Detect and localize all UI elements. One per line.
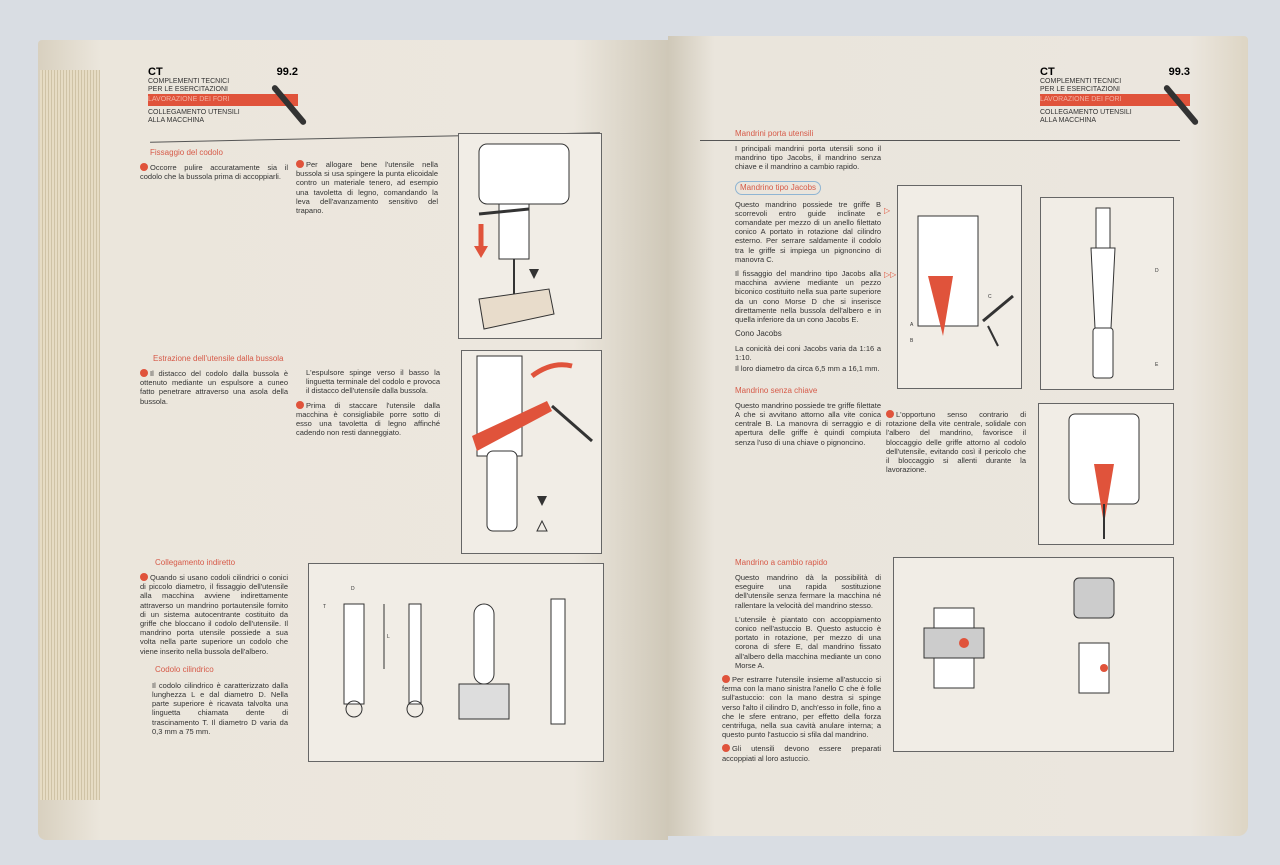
bullet-icon — [296, 400, 304, 409]
bullet-icon — [296, 160, 304, 168]
header-line: PER LE ESERCITAZIONI — [148, 86, 228, 93]
paragraph: L'espulsore spinge verso il basso la lin… — [296, 368, 440, 396]
header-top: CT 99.2 — [148, 66, 298, 78]
header-code: CT — [148, 66, 163, 78]
paragraph-text: Il distacco del codolo dalla bussola è o… — [140, 369, 288, 406]
arrow-marker-icon: ▷▷ — [884, 270, 897, 279]
bullet-icon — [722, 675, 730, 684]
section-estrazione: Estrazione dell'utensile dalla bussola I… — [140, 354, 288, 411]
label-t: T — [323, 604, 327, 610]
paragraph: Questo mandrino dà la possibilità di ese… — [735, 573, 881, 610]
paragraph: L'utensile è piantato con accoppiamento … — [735, 614, 881, 670]
bullet-icon — [140, 369, 148, 377]
bullet-icon — [140, 573, 148, 581]
section-heading: Fissaggio del codolo — [150, 148, 223, 157]
header-line: ALLA MACCHINA — [148, 117, 205, 124]
note-column: L'opportuno senso contrario di rotazione… — [886, 410, 1026, 479]
paragraph-text: Prima di staccare l'utensile dalla macch… — [296, 400, 440, 438]
section-heading: Collegamento indiretto — [155, 558, 236, 567]
header-line: COMPLEMENTI TECNICI — [148, 78, 230, 85]
bullet-icon — [722, 744, 730, 753]
figure-drill-press — [458, 133, 602, 339]
paragraph: Il distacco del codolo dalla bussola è o… — [140, 369, 288, 406]
arrow-marker-icon: ▷ — [884, 206, 891, 215]
section-collegamento: Collegamento indiretto Quando si usano c… — [140, 558, 288, 741]
paragraph-text: L'opportuno senso contrario di rotazione… — [886, 410, 1026, 475]
header-highlight: LAVORAZIONE DEI FORI — [1040, 94, 1190, 106]
paragraph: Prima di staccare l'utensile dalla macch… — [296, 400, 440, 438]
figure-cylindrical-shanks: D T L — [308, 563, 604, 762]
paragraph: Il fissaggio del mandrino tipo Jacobs al… — [735, 269, 881, 325]
section-heading: Codolo cilindrico — [155, 664, 214, 674]
label-l: L — [387, 634, 390, 640]
header-line: COLLEGAMENTO UTENSILI — [148, 109, 240, 116]
label-d: D — [351, 586, 355, 592]
divider — [700, 140, 1180, 141]
paragraph: I principali mandrini porta utensili son… — [735, 144, 881, 172]
paragraph: Questo mandrino possiede tre griffe file… — [735, 400, 881, 447]
bullet-icon — [886, 410, 894, 418]
figure-keyless-chuck — [1038, 403, 1174, 545]
paragraph: Gli utensili devono essere preparati acc… — [722, 744, 881, 763]
bullet-icon — [140, 163, 148, 171]
page-edges — [40, 70, 100, 800]
header-line: COMPLEMENTI TECNICI — [1040, 78, 1122, 85]
header-top: CT 99.3 — [1040, 66, 1190, 78]
paragraph-text: Per allogare bene l'utensile nella busso… — [296, 160, 438, 216]
section-heading: Mandrini porta utensili — [735, 129, 814, 138]
right-column-upper: Mandrini porta utensili I principali man… — [735, 129, 881, 452]
paragraph-text: Gli utensili devono essere preparati acc… — [722, 744, 881, 763]
label-e: E — [1155, 362, 1159, 368]
right-column-lower: Mandrino a cambio rapido Questo mandrino… — [722, 558, 881, 768]
paragraph-text: L'espulsore spinge verso il basso la lin… — [306, 368, 440, 396]
figure-quick-change-chuck — [893, 557, 1174, 752]
section-fissaggio: Fissaggio del codolo Occorre pulire accu… — [140, 148, 288, 186]
paragraph: Questo mandrino possiede tre griffe B sc… — [735, 199, 881, 264]
header-line: ALLA MACCHINA — [1040, 117, 1097, 124]
paragraph: Il loro diametro da circa 6,5 mm a 16,1 … — [735, 363, 880, 373]
left-header: CT 99.2 COMPLEMENTI TECNICI PER LE ESERC… — [148, 66, 308, 127]
header-highlight: LAVORAZIONE DEI FORI — [148, 94, 298, 106]
header-code: CT — [1040, 66, 1055, 78]
header-line: COLLEGAMENTO UTENSILI — [1040, 109, 1132, 116]
figure-drift-ejector — [461, 350, 602, 554]
paragraph: La conicità dei coni Jacobs varia da 1:1… — [735, 344, 881, 363]
label-b: B — [910, 338, 914, 344]
section-heading: Mandrino tipo Jacobs — [735, 180, 822, 195]
paragraph: Per allogare bene l'utensile nella busso… — [296, 160, 438, 215]
paragraph: Per estrarre l'utensile insieme all'astu… — [722, 675, 881, 739]
figure-jacobs-chuck: A B C — [897, 185, 1022, 389]
page-number: 99.3 — [1168, 66, 1190, 78]
paragraph: Quando si usano codoli cilindrici o coni… — [140, 573, 288, 656]
right-header: CT 99.3 COMPLEMENTI TECNICI PER LE ESERC… — [1040, 66, 1200, 127]
section-fissaggio-col2: Per allogare bene l'utensile nella busso… — [296, 160, 438, 220]
paragraph: Occorre pulire accuratamente sia il codo… — [140, 163, 288, 181]
paragraph-text: Occorre pulire accuratamente sia il codo… — [140, 163, 288, 182]
paragraph: Il codolo cilindrico è caratterizzato da… — [140, 681, 288, 736]
label-d: D — [1155, 268, 1159, 274]
page-number: 99.2 — [276, 66, 298, 78]
section-heading: Mandrino senza chiave — [735, 385, 818, 395]
label-a: A — [910, 322, 914, 328]
note-paragraph: L'opportuno senso contrario di rotazione… — [886, 410, 1026, 474]
label-c: C — [988, 294, 992, 300]
section-heading: Estrazione dell'utensile dalla bussola — [153, 354, 284, 363]
section-estrazione-col2: L'espulsore spinge verso il basso la lin… — [296, 368, 440, 442]
subheading: Cono Jacobs — [735, 329, 782, 339]
figure-morse-arbor: D E — [1040, 197, 1174, 390]
paragraph-text: Il codolo cilindrico è caratterizzato da… — [152, 680, 288, 736]
section-heading: Mandrino a cambio rapido — [735, 558, 828, 567]
paragraph-text: Per estrarre l'utensile insieme all'astu… — [722, 675, 881, 740]
header-line: PER LE ESERCITAZIONI — [1040, 86, 1120, 93]
paragraph-text: Quando si usano codoli cilindrici o coni… — [140, 573, 288, 656]
